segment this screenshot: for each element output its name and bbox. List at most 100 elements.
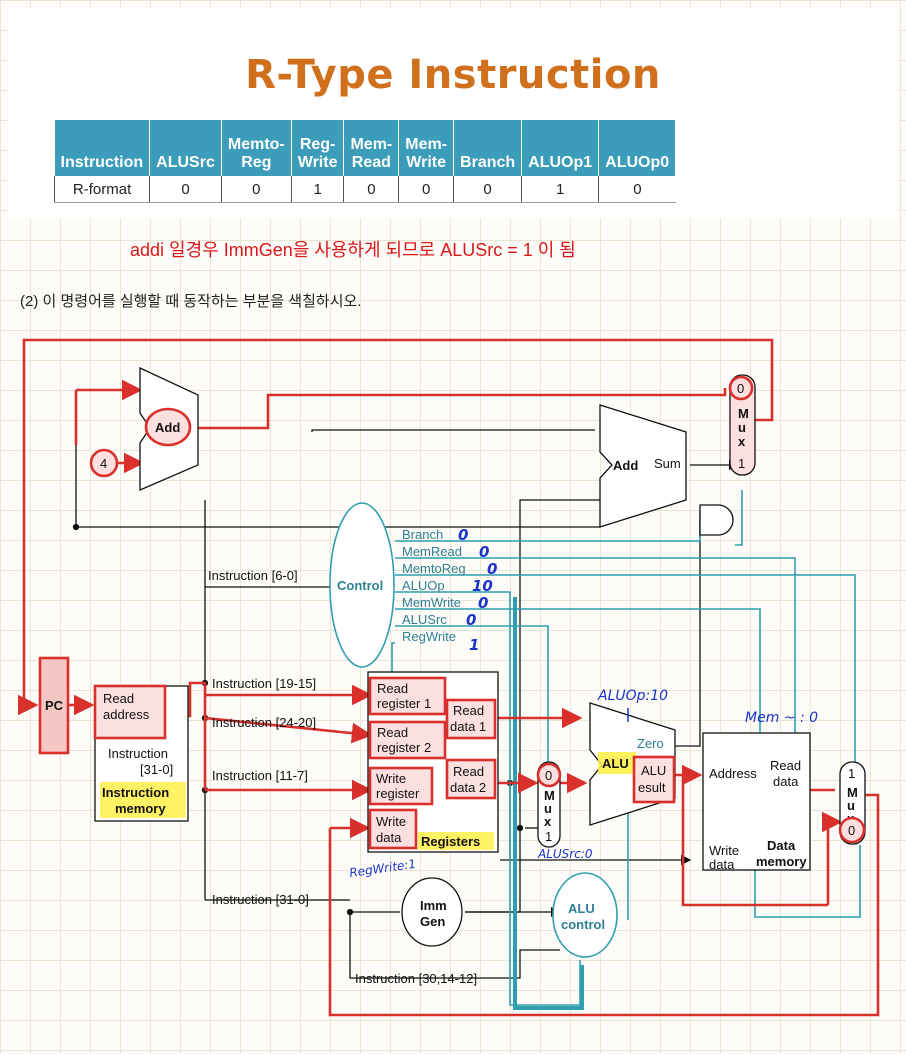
write-data-box xyxy=(368,808,418,850)
signal-alusrc: ALUSrc xyxy=(402,612,447,627)
alu-result-line1: ALU xyxy=(641,763,666,778)
read-data-2-box xyxy=(445,758,497,800)
slide-title: R-Type Instruction xyxy=(245,52,661,98)
read-register-1-box xyxy=(368,676,447,716)
header-regwrite: Reg-Write xyxy=(291,120,345,176)
instr-field-31-0: Instruction [31-0] xyxy=(212,892,309,907)
read-register-2-line2: register 2 xyxy=(377,740,431,755)
mux-top-in1: 1 xyxy=(738,456,745,471)
read-address-line1: Read xyxy=(103,691,134,706)
mux-top-letter-u: u xyxy=(738,420,746,435)
mux-top-letter-m: M xyxy=(738,406,749,421)
constant-four-highlight xyxy=(89,448,119,478)
cell-regwrite: 1 xyxy=(290,176,344,203)
alu-control xyxy=(552,872,618,958)
read-data-1-box xyxy=(445,698,497,740)
and-gate xyxy=(699,504,734,536)
read-data-1-line1: Read xyxy=(453,703,484,718)
cell-aluop0: 0 xyxy=(598,176,676,203)
question-text: (2) 이 명령어를 실행할 때 동작하는 부분을 색칠하시오. xyxy=(20,293,362,310)
write-register-box xyxy=(368,766,434,806)
header-memread: Mem-Read xyxy=(343,120,400,176)
instr-field-30-14-12: Instruction [30,14-12] xyxy=(355,971,477,986)
control-label: Control xyxy=(337,578,383,593)
mux-memtoreg-in0: 0 xyxy=(848,823,855,838)
teal-thick-wires xyxy=(513,597,584,1010)
cell-instruction: R-format xyxy=(53,176,150,203)
header-memtoreg: Memto-Reg xyxy=(221,120,292,176)
dm-write-data-line1: Write xyxy=(709,843,739,858)
alu-result-line2: esult xyxy=(638,780,666,795)
imm-gen-line1: Imm xyxy=(420,898,447,913)
header-instruction: Instruction xyxy=(54,120,151,176)
instruction-memory-line1: Instruction xyxy=(102,785,169,800)
read-data-1-line2: data 1 xyxy=(450,719,486,734)
cell-alusrc: 0 xyxy=(149,176,222,203)
dm-read-data-line2: data xyxy=(773,774,799,789)
pc-register xyxy=(38,656,70,755)
instruction-memory-marker xyxy=(100,782,186,818)
alu-marker xyxy=(598,752,636,774)
header-branch: Branch xyxy=(453,120,523,176)
signal-memtoreg: MemtoReg xyxy=(402,561,466,576)
mux-alusrc-letter-u: u xyxy=(544,801,552,816)
header-alusrc: ALUSrc xyxy=(149,120,222,176)
add-branch-label: Add xyxy=(613,458,638,473)
table-header-row: Instruction ALUSrc Memto-Reg Reg-Write M… xyxy=(54,120,677,176)
signal-aluop: ALUOp xyxy=(402,578,445,593)
control-unit xyxy=(329,502,395,668)
mux-top-letter-x: x xyxy=(738,434,746,449)
mux-memtoreg-letter-m: M xyxy=(847,785,858,800)
dm-write-data-line2: data xyxy=(709,857,735,872)
hand-aluop-annotation: ALUOp:10 xyxy=(597,688,668,704)
add-branch-shape xyxy=(599,404,687,528)
hand-memtoreg-value: 0 xyxy=(487,560,497,578)
signal-branch: Branch xyxy=(402,527,443,542)
mux-top-in0-highlight xyxy=(728,375,754,401)
add-pc4-highlight xyxy=(144,407,192,447)
instr-field-6-0: Instruction [6-0] xyxy=(208,568,298,583)
read-address-line2: address xyxy=(103,707,150,722)
instruction-label-line2: [31-0] xyxy=(140,762,173,777)
header-aluop0: ALUOp0 xyxy=(598,120,677,176)
hand-alusrc-annotation: ALUSrc:0 xyxy=(537,847,593,861)
alu-zero: Zero xyxy=(637,736,664,751)
mux-memtoreg-letter-u: u xyxy=(847,798,855,813)
mux-memtoreg-in1: 1 xyxy=(848,766,855,781)
cell-memtoreg: 0 xyxy=(220,176,292,203)
hand-memread-value: 0 xyxy=(479,543,489,561)
hand-alusrc-value: 0 xyxy=(466,611,476,629)
pc-label: PC xyxy=(45,698,64,713)
header-memwrite: Mem-Write xyxy=(398,120,455,176)
write-data-line2: data xyxy=(376,830,402,845)
mux-alusrc-in0-highlight xyxy=(536,762,562,788)
read-register-2-box xyxy=(368,720,447,760)
cell-aluop1: 1 xyxy=(521,176,599,203)
mux-alusrc-in1: 1 xyxy=(545,829,552,844)
signal-memread: MemRead xyxy=(402,544,462,559)
instruction-memory-line2: memory xyxy=(115,801,166,816)
instr-field-19-15: Instruction [19-15] xyxy=(212,676,316,691)
write-register-line2: register xyxy=(376,786,420,801)
instr-field-11-7: Instruction [11-7] xyxy=(212,768,308,783)
mux-top-in0: 0 xyxy=(737,381,744,396)
alu-label: ALU xyxy=(602,756,629,771)
registers-label: Registers xyxy=(421,834,480,849)
slide-panel: R-Type Instruction Instruction ALUSrc Me… xyxy=(8,8,898,218)
add-pc4-label: Add xyxy=(155,420,180,435)
control-signal-table: Instruction ALUSrc Memto-Reg Reg-Write M… xyxy=(53,120,677,203)
write-register-line1: Write xyxy=(376,771,406,786)
table-row: R-format 0 0 1 0 0 0 1 0 xyxy=(53,176,676,203)
mux-alusrc-letter-m: M xyxy=(544,788,555,803)
read-data-2-line1: Read xyxy=(453,764,484,779)
hand-aluop-value: 10 xyxy=(472,577,493,595)
mux-top xyxy=(729,374,756,476)
dm-name-line1: Data xyxy=(767,838,796,853)
hand-mem-annotation: Mem ~ : 0 xyxy=(745,710,818,726)
registers-marker xyxy=(418,832,494,850)
mux-alusrc-in0: 0 xyxy=(545,768,552,783)
signal-memwrite: MemWrite xyxy=(402,595,461,610)
sum-label: Sum xyxy=(654,456,681,471)
annotation-note: addi 일경우 ImmGen을 사용하게 되므로 ALUSrc = 1 이 됨 xyxy=(130,240,576,260)
